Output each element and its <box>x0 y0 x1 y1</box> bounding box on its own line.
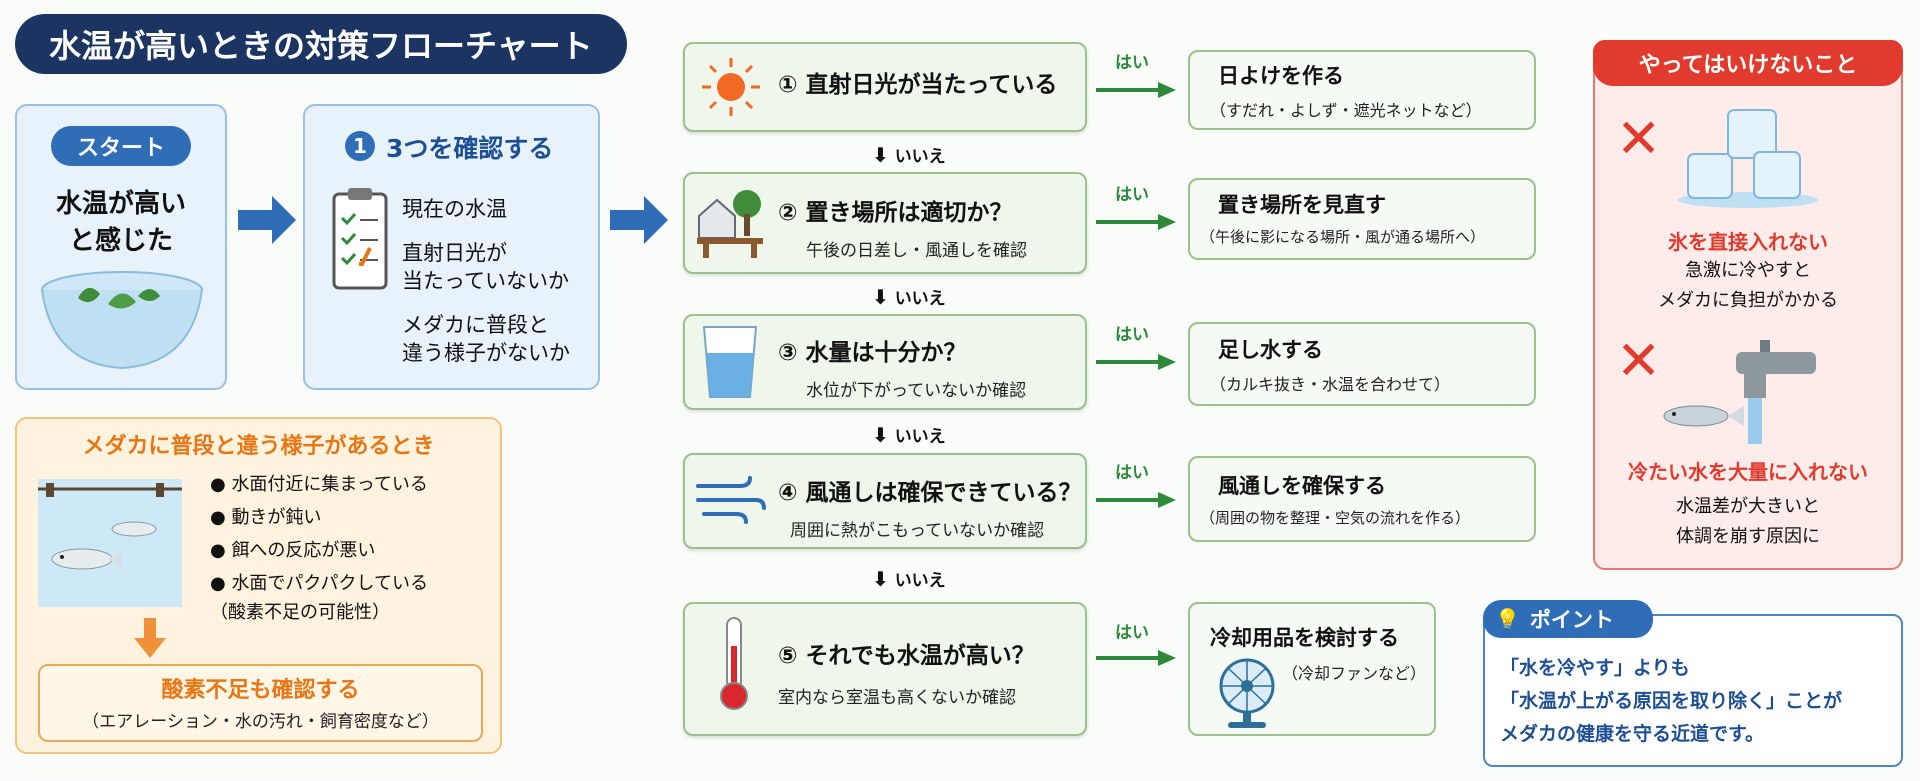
medaka-tank-icon <box>38 479 182 607</box>
medaka-condition-title: メダカに普段と違う様子があるとき <box>82 434 435 459</box>
oxygen-check-title: 酸素不足も確認する <box>161 678 360 703</box>
wind-icon <box>696 476 766 524</box>
question-box-5 <box>683 602 1087 736</box>
question-4-sub: 周囲に熱がこもっていないか確認 <box>790 521 1045 541</box>
sun-icon <box>702 58 760 116</box>
check-number-badge: 1 <box>345 131 375 161</box>
answer-2-title: 置き場所を見直す <box>1218 193 1386 217</box>
question-2-sub: 午後の日差し・風通しを確認 <box>806 241 1027 261</box>
point-label: ポイント <box>1529 608 1614 632</box>
no-arrow-1: ⬇ いいえ <box>872 143 946 167</box>
point-line-3: メダカの健康を守る近道です。 <box>1500 723 1765 745</box>
dont-2-line1: 水温差が大きいと <box>1676 496 1820 517</box>
question-5-title: ⑤ それでも水温が高い？ <box>778 643 1035 669</box>
dont-1-line2: メダカに負担がかかる <box>1658 290 1838 311</box>
point-line-2: 「水温が上がる原因を取り除く」ことが <box>1500 690 1843 712</box>
question-4-title: ④ 風通しは確保できている？ <box>778 480 1082 506</box>
medaka-note: （酸素不足の可能性） <box>210 602 390 623</box>
page-title: 水温が高いときの対策フローチャート <box>15 14 627 74</box>
lightbulb-icon: 💡 <box>1495 607 1520 631</box>
no-arrow-3: ⬇ いいえ <box>872 423 946 447</box>
medaka-bullet-4: ● 水面でパクパクしている <box>210 573 428 594</box>
check-item-medaka-2: 違う様子がないか <box>402 341 570 365</box>
answer-5-sub: （冷却ファンなど） <box>1282 664 1427 683</box>
answer-1-title: 日よけを作る <box>1218 64 1344 88</box>
yes-arrow-icon <box>1096 214 1176 230</box>
yes-arrow-icon <box>1096 354 1176 370</box>
point-box <box>1483 614 1903 767</box>
water-cup-icon <box>702 326 758 398</box>
check-title: 3つを確認する <box>386 134 554 163</box>
question-box-2 <box>683 172 1087 274</box>
answer-box-4 <box>1188 456 1536 542</box>
no-arrow-4: ⬇ いいえ <box>872 567 946 591</box>
cross-icon: ✕ <box>1616 329 1662 392</box>
yes-label-2: はい <box>1115 185 1149 205</box>
yes-arrow-icon <box>1096 650 1176 666</box>
water-bowl-icon <box>41 271 203 370</box>
oxygen-check-sub: （エアレーション・水の汚れ・飼育密度など） <box>82 712 439 732</box>
question-3-sub: 水位が下がっていないか確認 <box>806 381 1027 401</box>
dont-2-title: 冷たい水を大量に入れない <box>1628 460 1868 484</box>
dont-1-title: 氷を直接入れない <box>1668 230 1828 254</box>
oxygen-check-box <box>38 664 483 742</box>
question-box-1 <box>683 42 1087 132</box>
answer-box-3 <box>1188 322 1536 406</box>
answer-1-sub: （すだれ・よしず・遮光ネットなど） <box>1210 101 1482 120</box>
arrow-right-icon <box>610 196 668 244</box>
faucet-fish-icon <box>1663 340 1816 444</box>
point-line-1: 「水を冷やす」よりも <box>1500 657 1690 679</box>
check-item-medaka-1: メダカに普段と <box>402 313 549 337</box>
answer-box-1 <box>1188 50 1536 130</box>
point-pill: 💡 ポイント <box>1483 600 1653 638</box>
question-2-title: ② 置き場所は適切か？ <box>778 200 1013 226</box>
start-pill: スタート <box>51 126 191 166</box>
yes-arrow-icon <box>1096 82 1176 98</box>
dont-2-line2: 体調を崩す原因に <box>1676 526 1820 547</box>
dont-title: やってはいけないこと <box>1593 40 1903 86</box>
ice-cubes-icon <box>1678 109 1818 208</box>
question-5-sub: 室内なら室温も高くないか確認 <box>778 688 1016 708</box>
question-box-4 <box>683 453 1087 549</box>
answer-3-title: 足し水する <box>1218 338 1323 362</box>
yes-label-3: はい <box>1115 325 1149 345</box>
yes-label-1: はい <box>1115 53 1149 73</box>
start-line1: 水温が高い <box>55 189 186 219</box>
garden-place-icon <box>697 190 763 258</box>
cooling-fan-icon <box>1219 658 1275 728</box>
yes-label-4: はい <box>1115 463 1149 483</box>
question-3-title: ③ 水量は十分か？ <box>778 340 967 366</box>
answer-2-sub: （午後に影になる場所・風が通る場所へ） <box>1200 228 1486 246</box>
arrow-down-icon <box>134 618 166 658</box>
cross-icon: ✕ <box>1616 107 1662 170</box>
arrow-right-icon <box>238 196 296 244</box>
start-line2: と感じた <box>68 226 173 256</box>
answer-4-title: 風通しを確保する <box>1218 474 1386 498</box>
check-item-sunlight-1: 直射日光が <box>402 241 507 265</box>
no-arrow-2: ⬇ いいえ <box>872 285 946 309</box>
answer-3-sub: （カルキ抜き・水温を合わせて） <box>1210 375 1451 394</box>
check-item-water-temp: 現在の水温 <box>402 197 507 221</box>
dont-1-line1: 急激に冷やすと <box>1685 260 1811 281</box>
clipboard-icon <box>332 188 388 290</box>
thermometer-icon <box>720 617 748 710</box>
medaka-bullet-3: ● 餌への反応が悪い <box>210 540 376 561</box>
question-1-title: ① 直射日光が当たっている <box>778 72 1058 98</box>
answer-4-sub: （周囲の物を整理・空気の流れを作る） <box>1200 509 1471 527</box>
medaka-bullet-2: ● 動きが鈍い <box>210 507 322 528</box>
check-item-sunlight-2: 当たっていないか <box>402 269 569 293</box>
answer-5-title: 冷却用品を検討する <box>1210 626 1399 650</box>
medaka-bullet-1: ● 水面付近に集まっている <box>210 474 428 495</box>
yes-label-5: はい <box>1115 623 1149 643</box>
answer-box-2 <box>1188 178 1536 260</box>
yes-arrow-icon <box>1096 492 1176 508</box>
